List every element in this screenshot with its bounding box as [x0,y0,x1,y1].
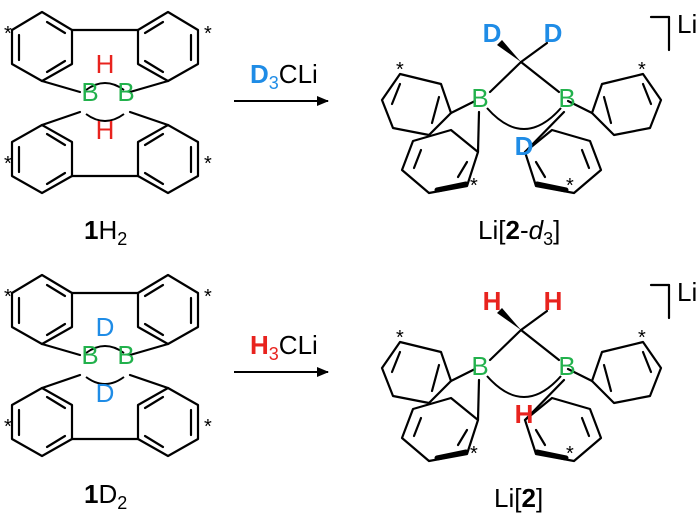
reagent-isotope: H [250,330,269,360]
reactant-1D2: B B D D * * * * [4,273,212,458]
compound-label-Li2-d3: Li[2-d3] [478,215,560,249]
reagent-sub: 3 [269,344,279,364]
bridge-bottom: H [96,115,115,145]
star: * [4,416,12,438]
label-part: ] [553,215,560,245]
star: * [204,286,212,308]
boron-right: B [117,77,134,107]
methyl-isotope-left: H [483,286,502,316]
star: * [396,59,404,81]
label-part: D [98,479,117,509]
label-part: d [529,215,545,245]
compound-label-1D2: 1D2 [84,479,127,513]
label-part: 2 [505,215,519,245]
reactant-1H2: B B H H * * * * [4,10,212,195]
label-part: 1 [84,479,98,509]
reagent-isotope: D [250,59,269,89]
label-sub: 2 [117,229,127,249]
boron-right: B [558,351,575,381]
bridge-bottom: H [515,399,534,429]
label-part: 2 [521,483,535,513]
boron-right: B [558,83,575,113]
star: * [204,153,212,175]
methyl-isotope-left: D [483,18,502,48]
reagent-1: D3CLi [250,59,318,93]
product-Li2-d3: B B D D D Li * * * * [382,9,697,197]
star: * [4,153,12,175]
boron-left: B [471,351,488,381]
star: * [4,286,12,308]
label-sub: 2 [117,493,127,513]
label-sub: 3 [543,229,553,249]
label-part: - [520,215,529,245]
compound-label-1H2: 1H2 [84,215,127,249]
boron-right: B [117,340,134,370]
star: * [638,59,646,81]
product-Li2: B B H H H Li * * * * [382,277,697,465]
star: * [4,23,12,45]
star: * [638,327,646,349]
star: * [204,23,212,45]
bridge-top: D [96,312,115,342]
star: * [396,327,404,349]
compound-label-Li2: Li[2] [494,483,543,513]
star: * [566,443,574,465]
reagent-sub: 3 [269,73,279,93]
reagent-2: H3CLi [250,330,318,364]
star: * [204,416,212,438]
boron-left: B [81,340,98,370]
label-part: ] [536,483,543,513]
reagent-tail: CLi [279,59,318,89]
counterion: Li [677,277,697,307]
label-part: Li[ [478,215,506,245]
label-part: H [98,215,117,245]
star: * [470,443,478,465]
methyl-isotope-right: H [544,286,563,316]
label-part: Li[ [494,483,522,513]
bridge-top: H [96,49,115,79]
bridge-bottom: D [96,378,115,408]
counterion: Li [677,9,697,39]
methyl-isotope-right: D [544,18,563,48]
star: * [566,175,574,197]
bridge-bottom: D [515,131,534,161]
reagent-tail: CLi [279,330,318,360]
boron-left: B [81,77,98,107]
boron-left: B [471,83,488,113]
label-part: 1 [84,215,98,245]
star: * [470,175,478,197]
